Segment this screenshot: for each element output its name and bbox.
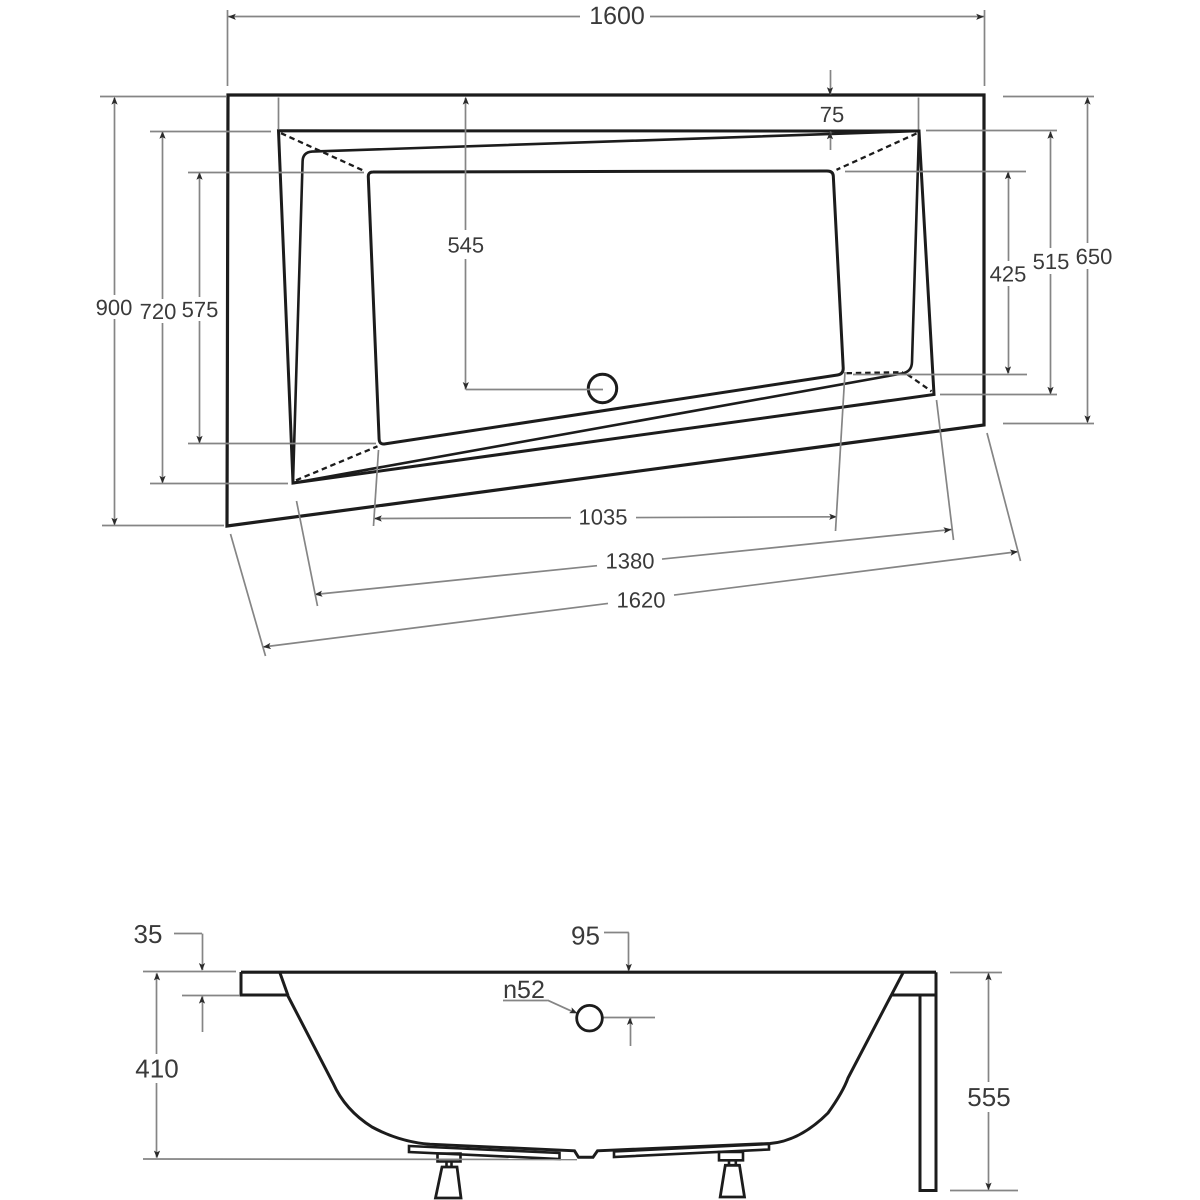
svg-text:410: 410 [135,1054,178,1084]
svg-text:35: 35 [134,919,163,949]
svg-text:n52: n52 [503,976,545,1004]
svg-text:720: 720 [140,299,177,324]
svg-text:1035: 1035 [579,504,628,529]
svg-text:425: 425 [990,261,1027,286]
svg-text:515: 515 [1033,249,1070,274]
svg-text:575: 575 [182,297,219,322]
svg-text:900: 900 [96,295,133,320]
svg-text:650: 650 [1076,244,1113,269]
svg-text:1600: 1600 [589,2,645,30]
svg-text:1620: 1620 [617,587,666,612]
svg-text:545: 545 [447,233,484,258]
svg-text:75: 75 [820,102,844,127]
svg-text:1380: 1380 [606,548,655,573]
svg-text:555: 555 [967,1082,1010,1112]
svg-text:95: 95 [571,921,600,951]
